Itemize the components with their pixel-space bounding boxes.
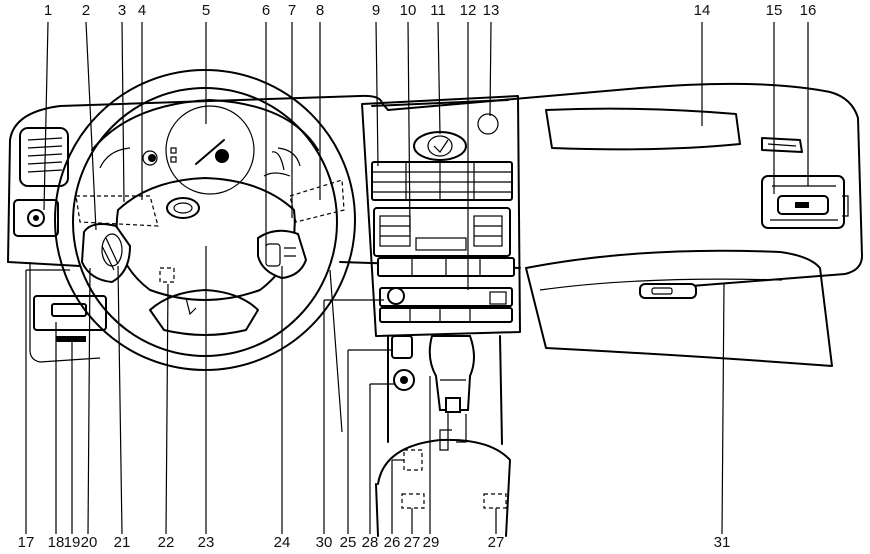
callout-21: 21 <box>113 534 131 551</box>
callout-5: 5 <box>201 2 211 19</box>
callout-22: 22 <box>157 534 175 551</box>
callout-10: 10 <box>399 2 417 19</box>
left-air-vent <box>13 127 69 237</box>
callout-27-right: 27 <box>487 534 505 551</box>
callout-17: 17 <box>17 534 35 551</box>
callout-24: 24 <box>273 534 291 551</box>
callout-20: 20 <box>80 534 98 551</box>
callout-23: 23 <box>197 534 215 551</box>
left-spoke-switches <box>80 223 132 284</box>
callout-6: 6 <box>261 2 271 19</box>
callout-3: 3 <box>117 2 127 19</box>
right-dash-upper <box>545 107 849 229</box>
lower-left-panel <box>33 295 107 342</box>
right-spoke-switches <box>257 229 308 280</box>
callout-25: 25 <box>339 534 357 551</box>
leader-lines-bottom <box>25 246 725 535</box>
center-stack <box>361 95 521 337</box>
callout-4: 4 <box>137 2 147 19</box>
callout-28: 28 <box>361 534 379 551</box>
callout-7: 7 <box>287 2 297 19</box>
glove-box <box>525 249 833 367</box>
callout-31: 31 <box>713 534 731 551</box>
callout-2: 2 <box>81 2 91 19</box>
callout-13: 13 <box>482 2 500 19</box>
callout-15: 15 <box>765 2 783 19</box>
callout-19: 19 <box>63 534 81 551</box>
callout-30: 30 <box>315 534 333 551</box>
callout-27-left: 27 <box>403 534 421 551</box>
callout-26: 26 <box>383 534 401 551</box>
hidden-items-outline <box>75 179 345 283</box>
callout-29: 29 <box>422 534 440 551</box>
callout-11: 11 <box>430 2 446 19</box>
callout-8: 8 <box>315 2 325 19</box>
callout-12: 12 <box>459 2 477 19</box>
callout-18: 18 <box>47 534 65 551</box>
center-console <box>375 335 511 537</box>
callout-1: 1 <box>43 2 53 19</box>
callout-14: 14 <box>693 2 711 19</box>
callout-16: 16 <box>799 2 817 19</box>
leader-lines-top <box>43 21 809 290</box>
callout-9: 9 <box>371 2 381 19</box>
